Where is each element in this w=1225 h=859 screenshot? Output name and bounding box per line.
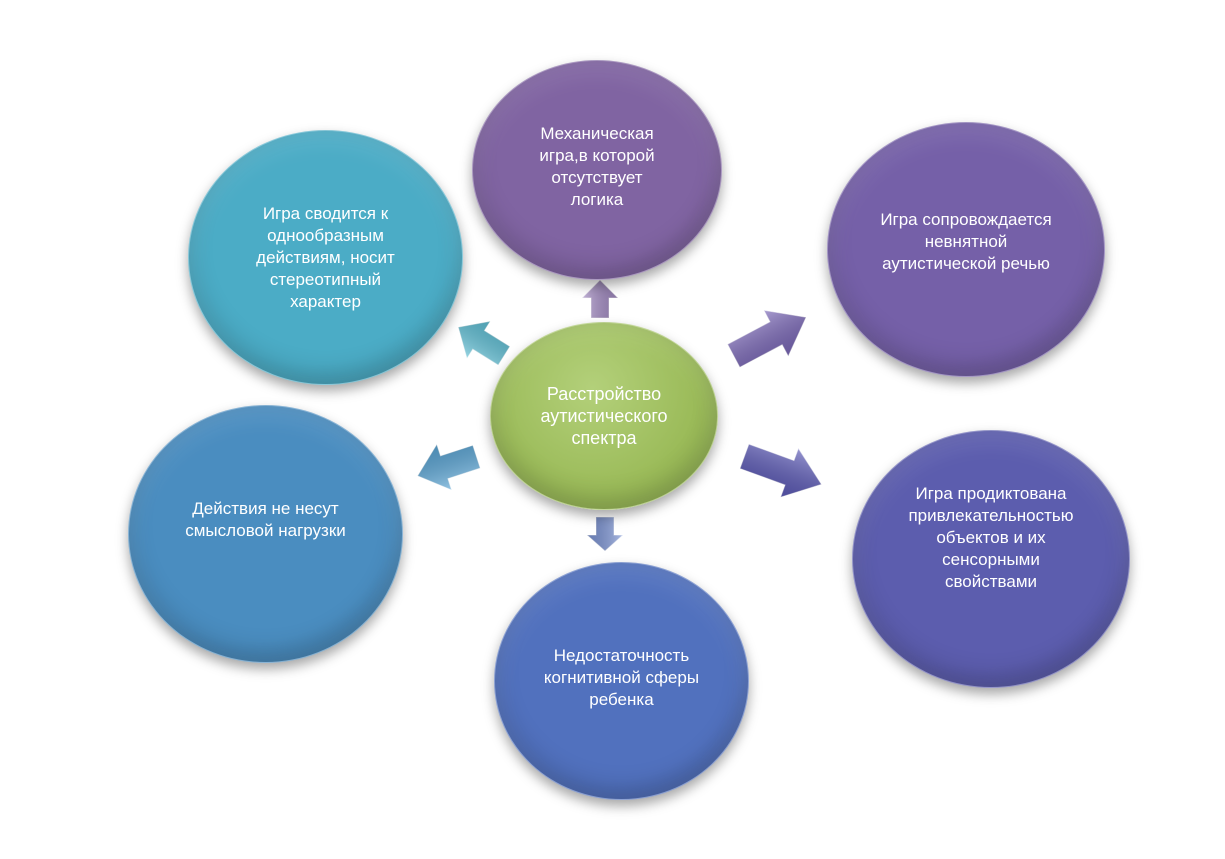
arrow-to-bottom — [585, 516, 625, 552]
center-node-label: Расстройство аутистического спектра — [540, 384, 668, 448]
center-node: Расстройство аутистического спектра — [490, 322, 718, 510]
node-cognitive-insufficiency-label: Недостаточность когнитивной сферы ребенк… — [543, 646, 700, 709]
arrow-to-top — [580, 279, 620, 319]
arrow-to-top-left-shade — [458, 321, 510, 366]
node-monotonous-actions-label: Игра сводится к однообразным действиям, … — [256, 204, 395, 311]
arrow-to-top-left — [457, 320, 511, 366]
node-sensory-properties-label: Игра продиктована привлекательностью объ… — [908, 484, 1074, 591]
arrow-to-bottom-shade — [587, 517, 623, 551]
node-mechanical-play: Механическая игра,в которой отсутствует … — [472, 60, 722, 280]
node-sensory-properties: Игра продиктована привлекательностью объ… — [852, 430, 1130, 688]
arrow-to-top-right — [726, 309, 807, 368]
arrow-to-bottom-right-shade — [739, 444, 822, 498]
node-cognitive-insufficiency: Недостаточность когнитивной сферы ребенк… — [494, 562, 749, 800]
arrow-to-top-shade — [582, 280, 618, 318]
arrow-to-left-shade — [417, 444, 481, 491]
arrow-to-top-right-shade — [727, 310, 807, 368]
arrow-to-left — [416, 443, 481, 491]
arrow-to-bottom-right — [739, 443, 823, 498]
node-autistic-speech-label: Игра сопровождается невнятной аутистичес… — [880, 210, 1052, 273]
node-no-meaning: Действия не несут смысловой нагрузки — [128, 405, 403, 663]
node-monotonous-actions: Игра сводится к однообразным действиям, … — [188, 130, 463, 385]
node-autistic-speech: Игра сопровождается невнятной аутистичес… — [827, 122, 1105, 377]
node-no-meaning-label: Действия не несут смысловой нагрузки — [185, 499, 346, 540]
node-mechanical-play-label: Механическая игра,в которой отсутствует … — [539, 124, 655, 209]
